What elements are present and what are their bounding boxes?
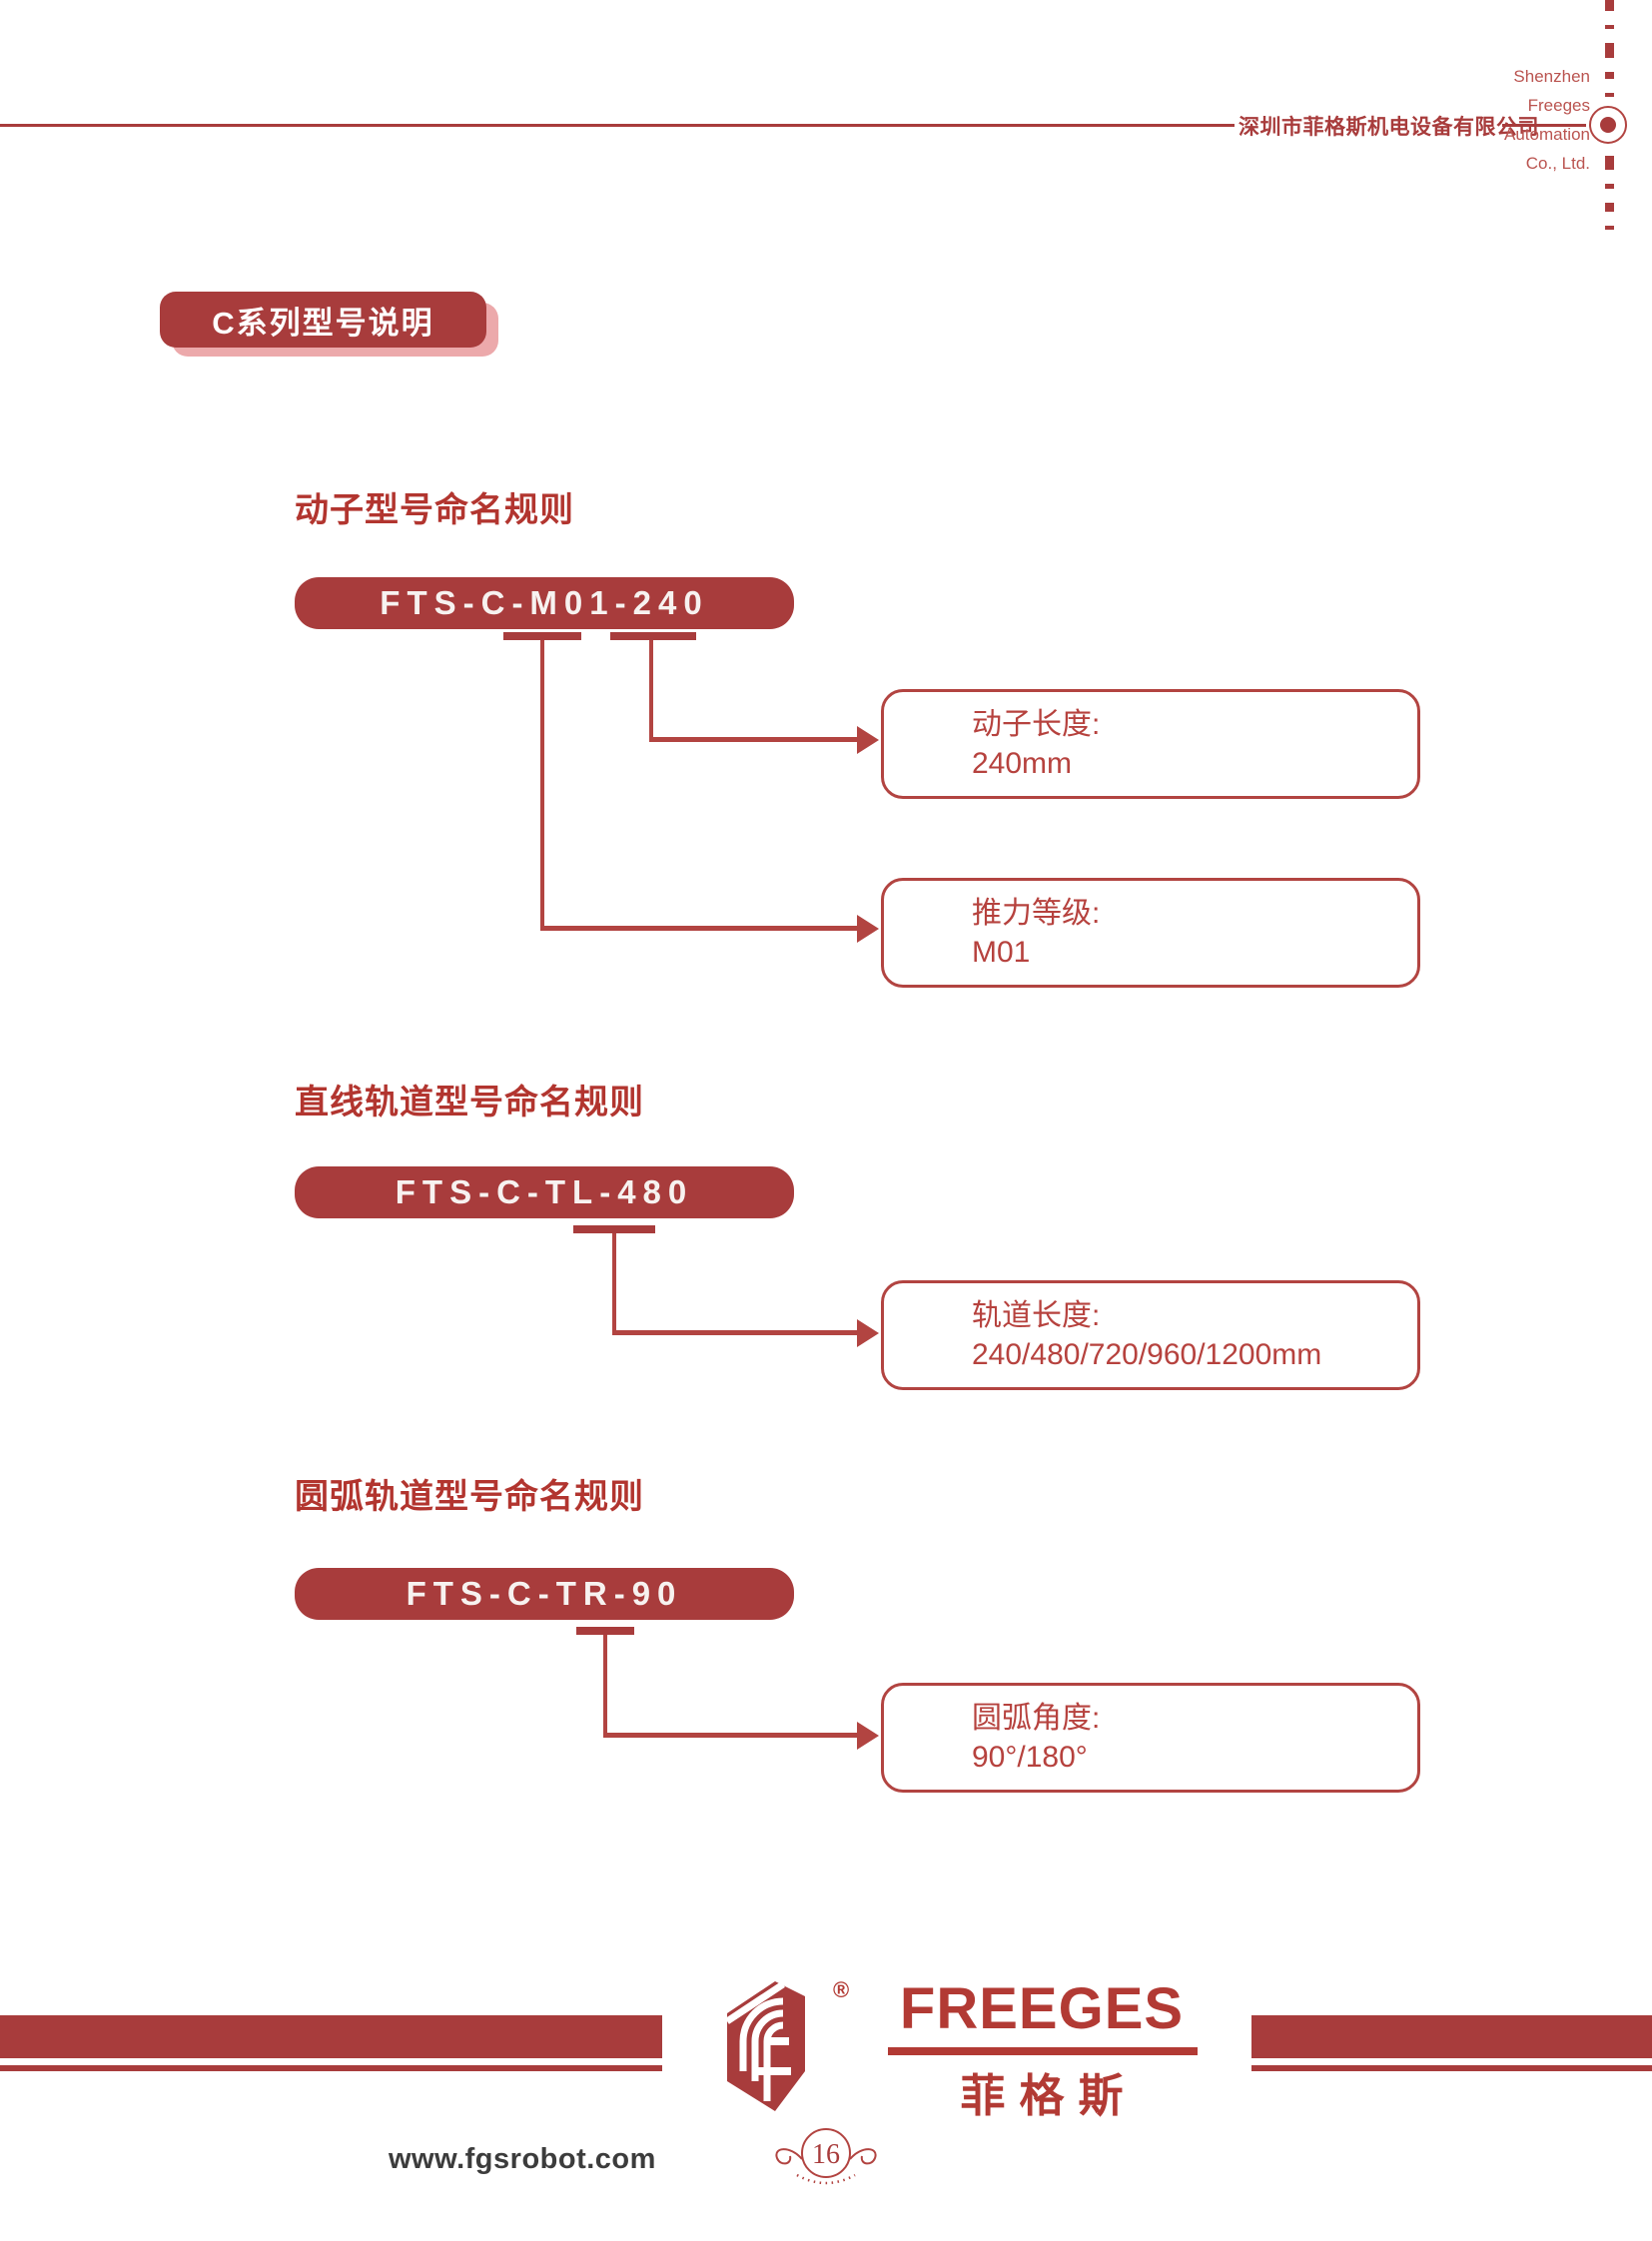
- callout-arc-angle: 圆弧角度: 90°/180°: [881, 1683, 1420, 1793]
- footer-bar-left-thick: [0, 2015, 662, 2058]
- company-en-line: Co., Ltd.: [1525, 154, 1590, 173]
- connector-line: [540, 640, 544, 931]
- footer-bar-left-thin: [0, 2065, 662, 2071]
- section-heading-arc-track: 圆弧轨道型号命名规则: [295, 1478, 644, 1516]
- arrowhead-icon: [857, 1319, 879, 1347]
- callout-value: M01: [972, 935, 1031, 969]
- model-pill-mover: FTS-C-M01-240: [295, 577, 794, 629]
- page-number: 16: [812, 2139, 840, 2170]
- callout-value: 240mm: [972, 746, 1073, 780]
- connector-line: [603, 1733, 857, 1738]
- registered-trademark: ®: [833, 1977, 850, 2002]
- callout-label: 动子长度:: [972, 707, 1101, 741]
- underline-m01: [503, 632, 581, 640]
- model-pill-linear-track: FTS-C-TL-480: [295, 1166, 794, 1218]
- arrowhead-icon: [857, 1722, 879, 1750]
- section-heading-linear-track: 直线轨道型号命名规则: [295, 1084, 644, 1121]
- callout-mover-length: 动子长度: 240mm: [881, 689, 1420, 799]
- callout-thrust-level: 推力等级: M01: [881, 878, 1420, 988]
- connector-line: [612, 1330, 857, 1335]
- footer-bar-right-thick: [1251, 2015, 1652, 2058]
- model-pill-arc-track: FTS-C-TR-90: [295, 1568, 794, 1620]
- callout-label: 圆弧角度:: [972, 1701, 1101, 1735]
- website-link[interactable]: www.fgsrobot.com: [389, 2143, 656, 2175]
- footer-bar-right-thin: [1251, 2065, 1652, 2071]
- page-number-ornament: 16: [775, 2128, 877, 2185]
- header-rule-short: [1502, 124, 1586, 127]
- connector-line: [603, 1635, 607, 1736]
- freeges-logo-icon: [725, 1981, 805, 2111]
- arrowhead-icon: [857, 726, 879, 754]
- bullet-dot: [1600, 117, 1616, 133]
- callout-label: 轨道长度:: [972, 1298, 1101, 1332]
- brand-underline: [888, 2047, 1198, 2055]
- section-heading-mover: 动子型号命名规则: [295, 491, 574, 529]
- callout-label: 推力等级:: [972, 896, 1101, 930]
- company-en-line: Freeges: [1527, 96, 1590, 115]
- header-rule-left: [0, 124, 1235, 127]
- company-en-line: Automation: [1504, 125, 1590, 144]
- brand-name-en: FREEGES: [899, 1976, 1185, 2041]
- callout-track-length: 轨道长度: 240/480/720/960/1200mm: [881, 1280, 1420, 1390]
- brand-name-cn: 菲格斯: [960, 2070, 1138, 2121]
- underline-240: [610, 632, 696, 640]
- underline-480: [573, 1225, 655, 1233]
- bullet-circle-icon: [1589, 106, 1627, 144]
- page-title: C系列型号说明: [160, 292, 486, 348]
- connector-line: [649, 640, 653, 740]
- callout-value: 240/480/720/960/1200mm: [972, 1337, 1322, 1371]
- company-name-en: Shenzhen Freeges Automation Co., Ltd.: [1398, 62, 1590, 178]
- arrowhead-icon: [857, 915, 879, 943]
- connector-line: [540, 926, 857, 931]
- underline-90: [576, 1627, 634, 1635]
- callout-value: 90°/180°: [972, 1740, 1088, 1774]
- connector-line: [649, 737, 857, 742]
- company-name-cn: 深圳市菲格斯机电设备有限公司: [1239, 116, 1539, 139]
- company-en-line: Shenzhen: [1513, 67, 1590, 86]
- connector-line: [612, 1233, 616, 1333]
